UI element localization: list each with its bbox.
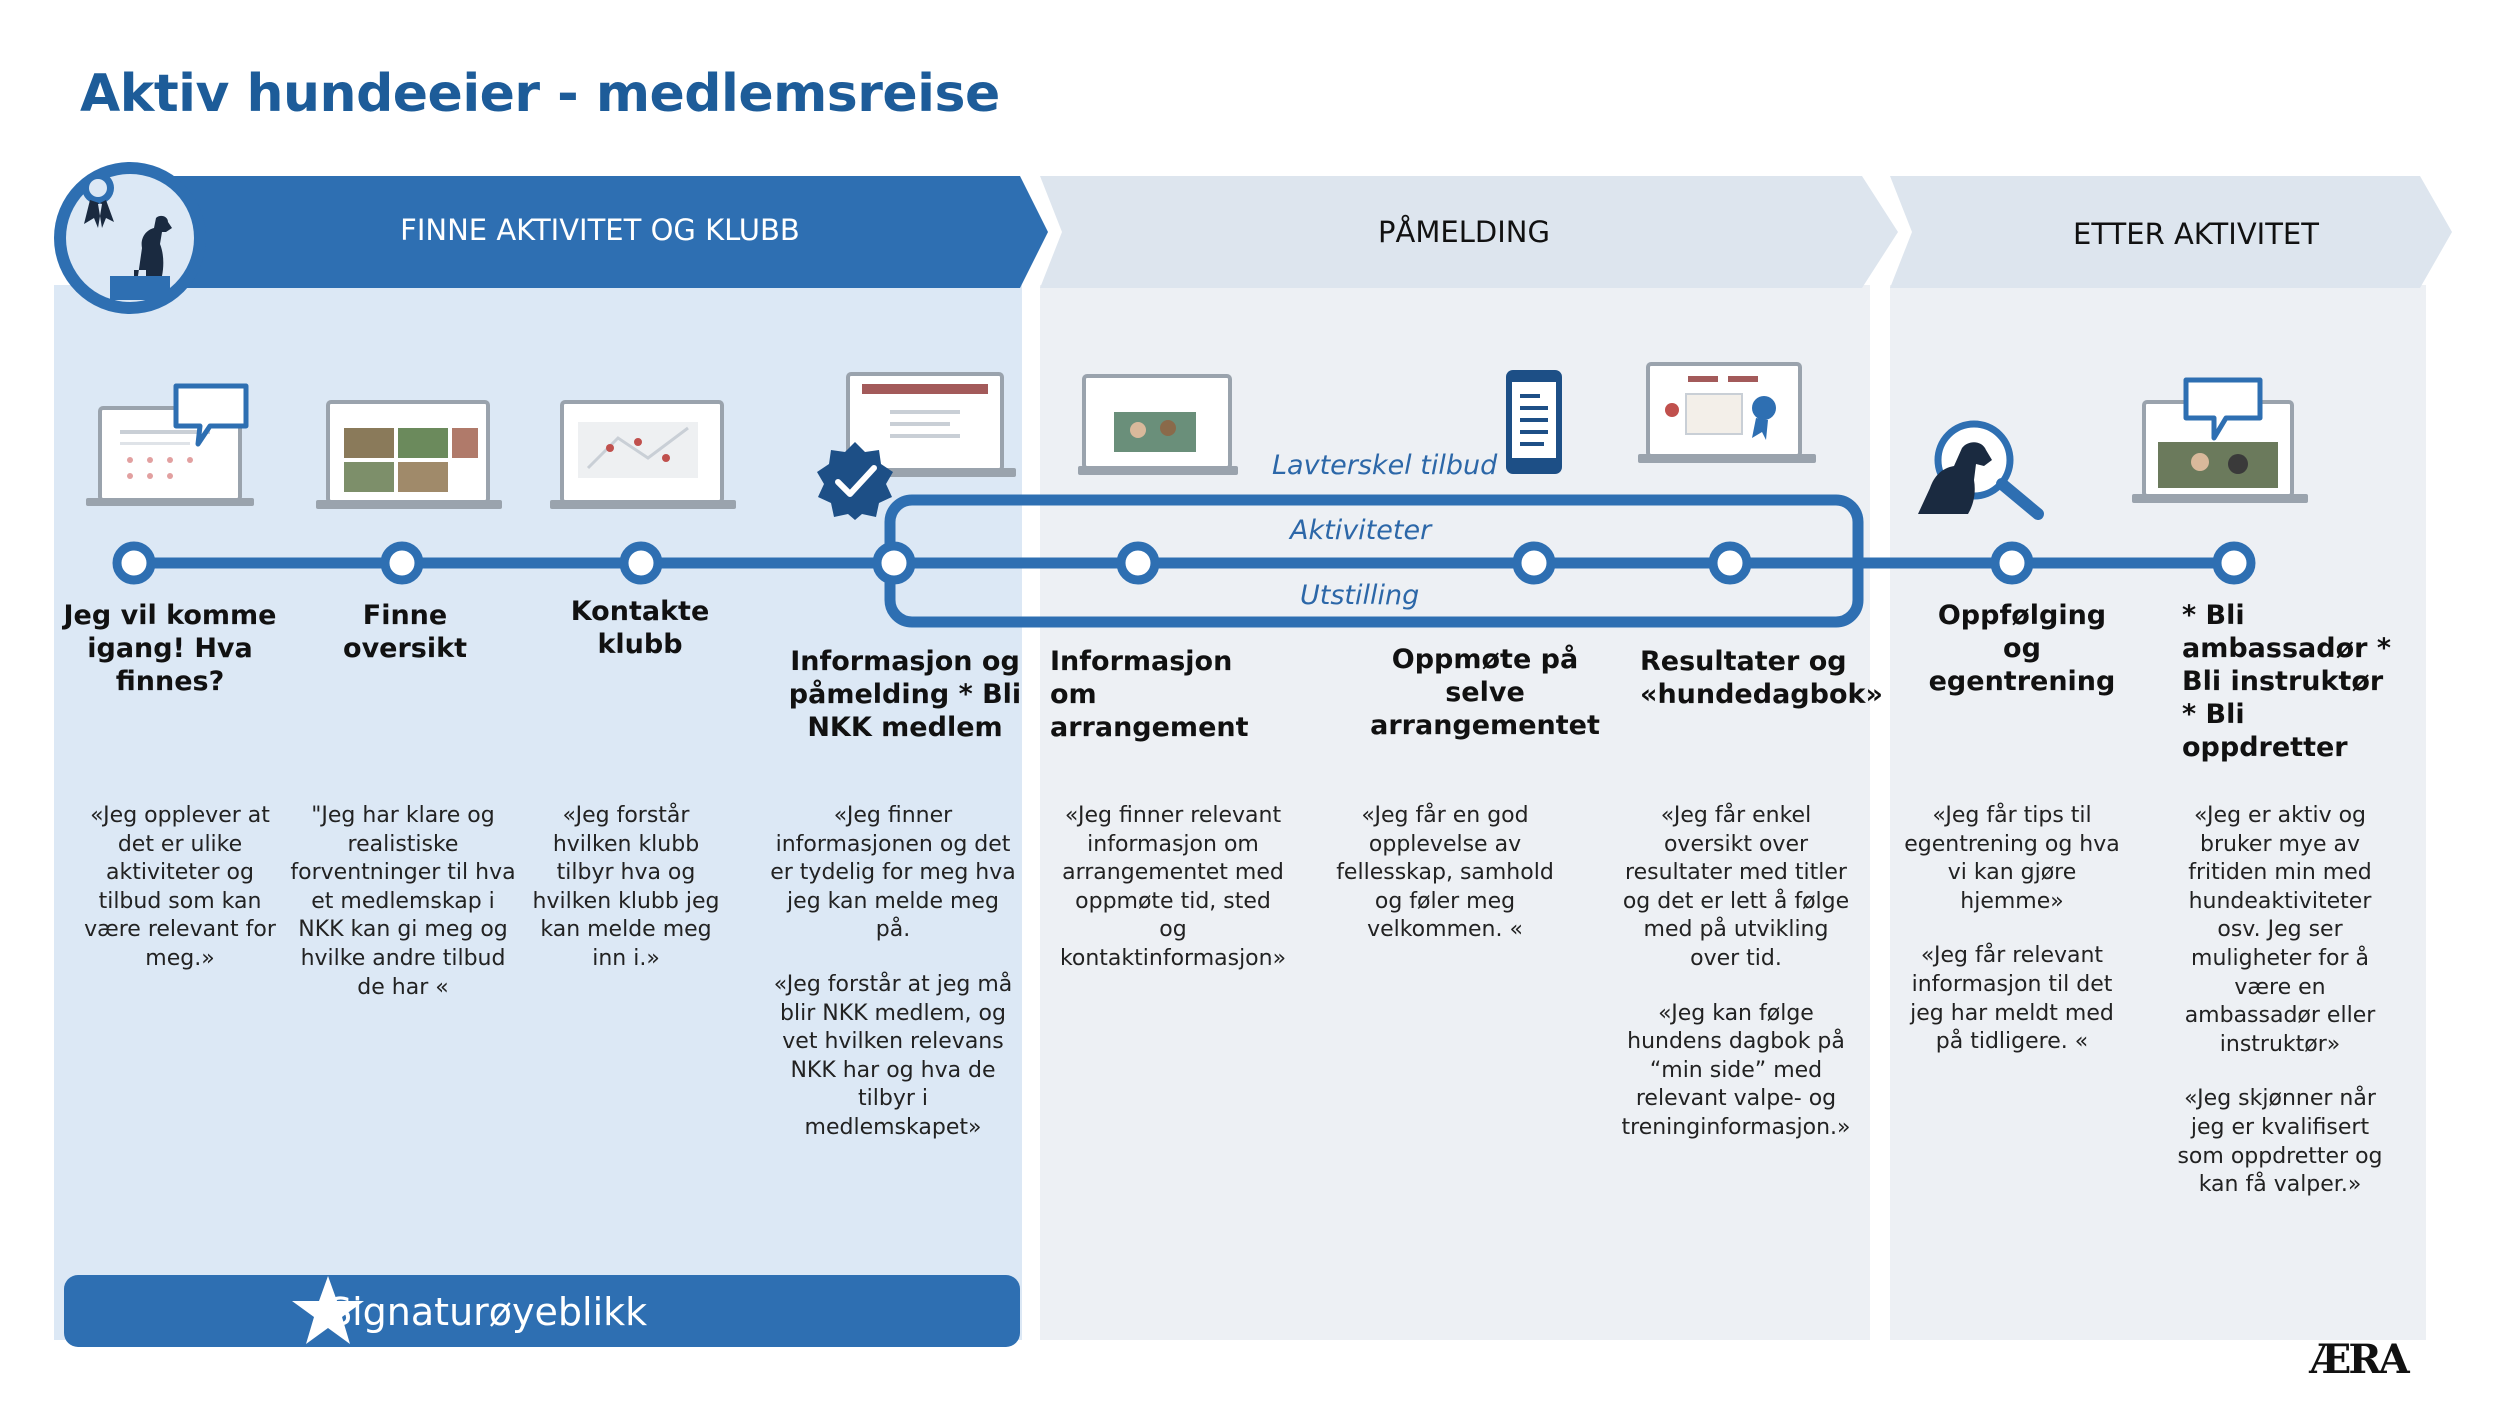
quote-text: «Jeg får enkel oversikt over resultater … [1622, 803, 1850, 971]
quote-text: "Jeg har klare og realistiske forventnin… [290, 803, 516, 1000]
timeline-node-1 [112, 541, 156, 585]
signature-bar [64, 1275, 1020, 1347]
timeline-node-7 [1708, 541, 1752, 585]
timeline-node-2 [380, 541, 424, 585]
star-icon [292, 1276, 364, 1344]
timeline-node-4 [872, 541, 916, 585]
aera-logo: ÆRA [2310, 1336, 2410, 1383]
step-quotes-6: «Jeg får en god opplevelse av fellesskap… [1330, 802, 1560, 971]
timeline-node-5 [1116, 541, 1160, 585]
step-title-4: Informasjon og påmelding * Bli NKK medle… [788, 646, 1022, 743]
step-title-7: Resultater og «hundedagbok» [1640, 646, 1883, 710]
laptop-event-illustration [1078, 374, 1238, 475]
step-title-2: Finne oversikt [343, 600, 467, 664]
smartphone-icon [1506, 370, 1562, 474]
loop-label-utstilling: Utstilling [1300, 580, 1420, 611]
phase-chevrons [150, 176, 2452, 288]
chat-bubble-icon [173, 383, 249, 447]
quote-text: «Jeg finner relevant informasjon om arra… [1059, 803, 1287, 971]
phase-label-finne: FINNE AKTIVITET OG KLUBB [400, 213, 800, 247]
checkmark-badge-icon [817, 442, 893, 520]
quote-text: «Jeg får en god opplevelse av fellesskap… [1336, 803, 1554, 943]
timeline-node-9 [2212, 541, 2256, 585]
loop-label-aktiviteter: Aktiviteter [1290, 515, 1432, 546]
quote-text: «Jeg får relevant informasjon til det je… [1910, 943, 2114, 1055]
timeline-node-6 [1512, 541, 1556, 585]
phase-label-pamelding: PÅMELDING [1378, 215, 1550, 249]
step-title-8: Oppfølging og egentrening [1928, 600, 2116, 697]
quote-text: «Jeg får tips til egentrening og hva vi … [1904, 803, 2120, 914]
chevron-pamelding [1040, 176, 1898, 288]
chat-bubble-icon [2183, 377, 2263, 441]
step-quotes-7: «Jeg får enkel oversikt over resultater … [1616, 802, 1856, 1169]
laptop-overview-illustration [316, 400, 502, 509]
chevron-etter [1890, 176, 2452, 288]
page-title: Aktiv hundeeier - medlemsreise [80, 64, 1000, 124]
laptop-map-illustration [550, 400, 736, 509]
quote-text: «Jeg opplever at det er ulike aktivitete… [84, 803, 276, 971]
quote-text: «Jeg forstår at jeg må blir NKK medlem, … [773, 971, 1013, 1140]
step-quotes-1: «Jeg opplever at det er ulike aktivitete… [80, 802, 280, 1000]
timeline-node-8 [1990, 541, 2034, 585]
step-title-9: * Bli ambassadør * Bli instruktør * Bli … [2182, 600, 2391, 763]
step-quotes-4: «Jeg finner informasjonen og det er tyde… [770, 802, 1016, 1169]
step-quotes-3: «Jeg forstår hvilken klubb tilbyr hva og… [528, 802, 724, 1000]
award-dog-badge-icon [54, 162, 206, 314]
lavterskel-label: Lavterskel tilbud [1272, 450, 1498, 481]
step-title-1: Jeg vil komme igang! Hva finnes? [63, 600, 277, 697]
quote-text: «Jeg er aktiv og bruker mye av fritiden … [2184, 803, 2376, 1057]
signature-label: Signaturøyeblikk [328, 1290, 648, 1334]
quote-text: «Jeg forstår hvilken klubb tilbyr hva og… [532, 803, 720, 971]
laptop-info-illustration [840, 372, 1016, 477]
quote-text: «Jeg finner informasjonen og det er tyde… [770, 803, 1016, 943]
step-quotes-9: «Jeg er aktiv og bruker mye av fritiden … [2170, 802, 2390, 1226]
step-quotes-5: «Jeg finner relevant informasjon om arra… [1058, 802, 1288, 1000]
quote-text: «Jeg skjønner når jeg er kvalifisert som… [2177, 1086, 2383, 1198]
step-quotes-2: "Jeg har klare og realistiske forventnin… [290, 802, 516, 1028]
step-title-6: Oppmøte på selve arrangementet [1370, 644, 1600, 741]
dog-magnifier-icon [1918, 420, 2044, 520]
phase-label-etter: ETTER AKTIVITET [2073, 217, 2319, 251]
step-title-5: Informasjon om arrangement [1050, 646, 1249, 743]
step-quotes-8: «Jeg får tips til egentrening og hva vi … [1900, 802, 2124, 1083]
quote-text: «Jeg kan følge hundens dagbok på “min si… [1621, 1000, 1851, 1140]
timeline-nodes [112, 541, 2256, 585]
journey-timeline [112, 494, 2256, 628]
laptop-ambassador-illustration [2132, 400, 2308, 503]
chevron-finne [150, 176, 1048, 288]
timeline-node-3 [619, 541, 663, 585]
step-title-3: Kontakte klubb [570, 596, 710, 660]
laptop-results-illustration [1638, 362, 1816, 463]
